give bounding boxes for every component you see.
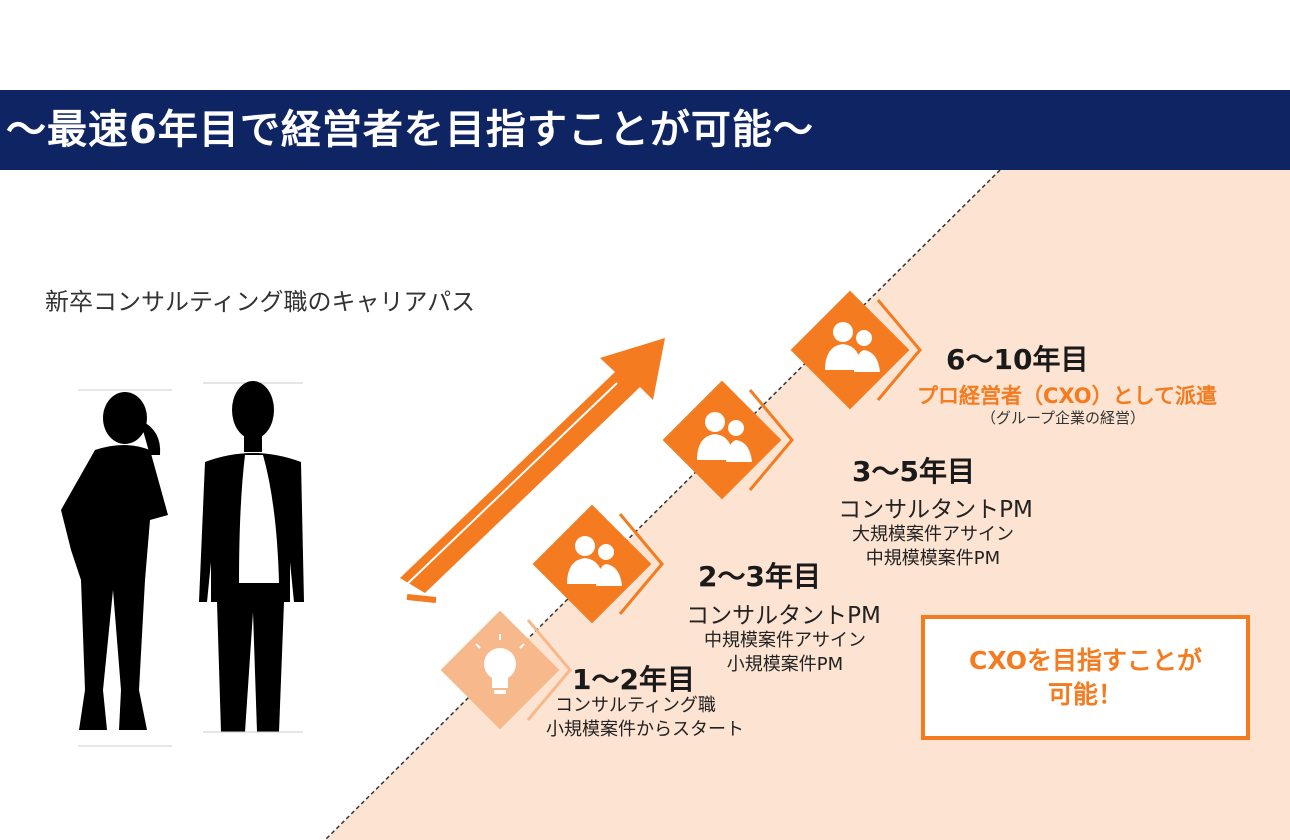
step-4-detail: （グループ企業の経営）	[980, 409, 1146, 427]
man-silhouette	[199, 381, 304, 733]
step-3-year: 3〜5年目	[852, 455, 975, 488]
banner-title: 〜最速6年目で経営者を目指すことが可能〜	[6, 107, 814, 153]
step-2-detail-1: 中規模案件アサイン	[704, 630, 866, 651]
title-banner	[0, 90, 1290, 170]
dashed-diagonal	[324, 169, 1001, 840]
people-icon	[532, 504, 664, 624]
step-2-year: 2〜3年目	[698, 560, 821, 593]
step-1-year: 1〜2年目	[572, 663, 695, 696]
step-2-role: コンサルタントPM	[686, 603, 881, 629]
step-1-role: コンサルティング職	[555, 695, 716, 716]
people-icon	[662, 380, 794, 500]
cxo-callout-text: CXOを目指すことが可能！	[969, 645, 1202, 709]
growth-arrow	[400, 338, 665, 603]
people-icon	[790, 290, 922, 410]
step-3-detail-1: 大規模案件アサイン	[852, 524, 1014, 545]
woman-silhouette	[61, 389, 172, 747]
career-path-subtitle: 新卒コンサルティング職のキャリアパス	[45, 288, 476, 316]
step-1-detail: 小規模案件からスタート	[546, 719, 744, 740]
cxo-callout-box: CXOを目指すことが可能！	[921, 615, 1250, 740]
step-3-detail-2: 中規模模案件PM	[865, 548, 1001, 569]
step-4-role: プロ経営者（CXO）として派遣	[916, 384, 1218, 408]
lightbulb-icon	[440, 610, 572, 730]
step-2-detail-2: 小規模案件PM	[726, 654, 844, 675]
step-4-year: 6〜10年目	[946, 343, 1089, 376]
step-3-role: コンサルタントPM	[838, 497, 1033, 523]
